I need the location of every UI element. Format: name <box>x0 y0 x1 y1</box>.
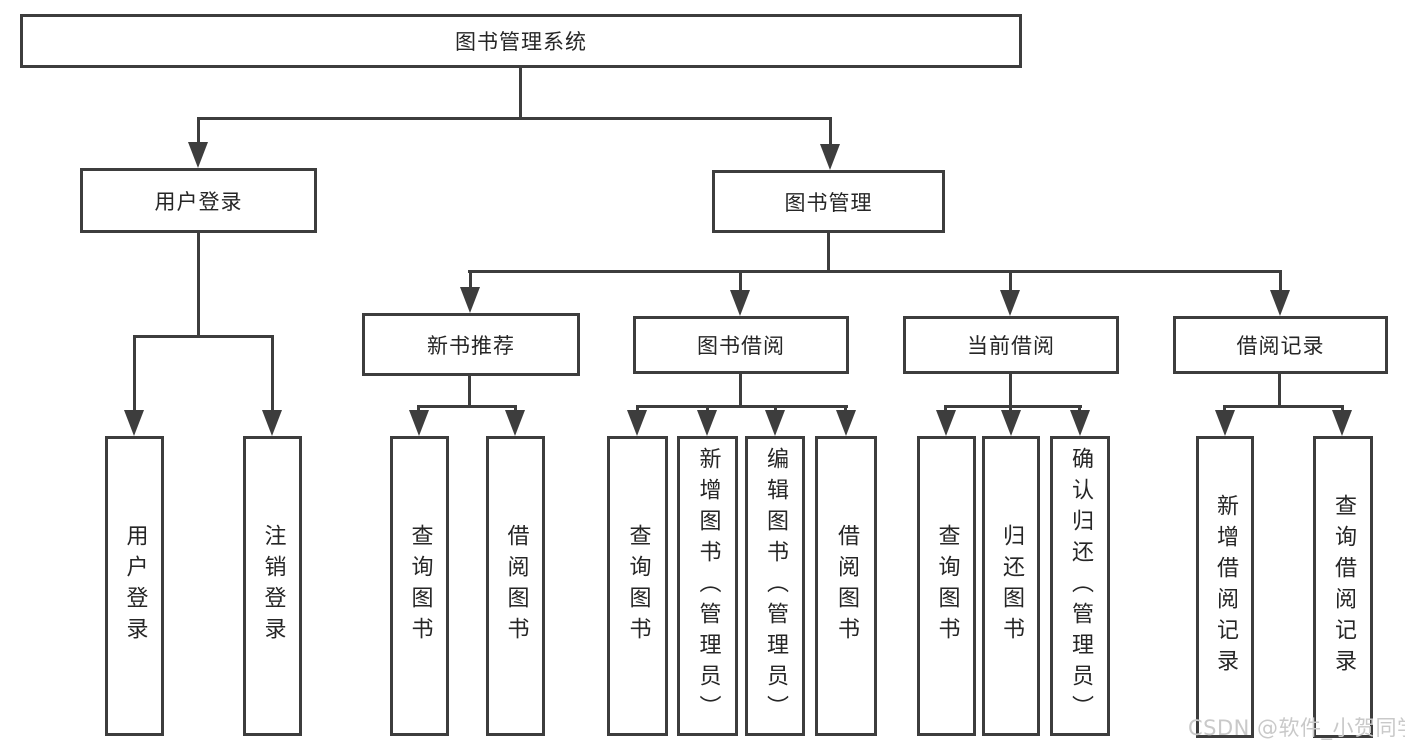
arrowhead-leaf <box>627 410 647 436</box>
leaf-edit-books-admin: 编辑图书（管理员） <box>745 436 805 736</box>
connector-leaf-line <box>774 405 777 411</box>
node-borrow-records: 借阅记录 <box>1173 316 1388 374</box>
leaf-logout: 注销登录 <box>243 436 302 736</box>
node-new-book-recommend: 新书推荐 <box>362 313 580 376</box>
connector-borrow-records-stub <box>1278 372 1281 408</box>
leaf-query-books-borrow: 查询图书 <box>607 436 668 736</box>
connector-user-login-stub <box>197 231 200 338</box>
arrowhead-current-borrow <box>1000 290 1020 316</box>
connector-book-borrow-hline <box>636 405 848 408</box>
arrowhead-leaf <box>1001 410 1021 436</box>
connector-book-mgmt-stub <box>827 231 830 272</box>
connector-to-leaf-logout <box>271 335 274 410</box>
arrowhead-borrow-records <box>1270 290 1290 316</box>
connector-leaf-line <box>706 405 709 411</box>
arrowhead-leaf <box>1215 410 1235 436</box>
connector-to-user-login <box>197 117 200 144</box>
connector-leaf-line <box>844 405 847 411</box>
connector-book-borrow-stub <box>739 372 742 408</box>
node-library-system: 图书管理系统 <box>20 14 1022 68</box>
leaf-confirm-return-admin: 确认归还（管理员） <box>1050 436 1110 736</box>
connector-leaf-line <box>417 405 420 411</box>
connector-new-books-stub <box>468 374 471 408</box>
leaf-user-login: 用户登录 <box>105 436 164 736</box>
connector-leaf-line <box>1009 405 1012 411</box>
connector-current-borrow-hline <box>944 405 1082 408</box>
connector-book-mgmt-hline <box>468 270 1282 273</box>
connector-to-leaf-login <box>133 335 136 410</box>
connector-to-book-mgmt <box>829 117 832 146</box>
arrowhead-leaf <box>409 410 429 436</box>
arrowhead-book-mgmt <box>820 144 840 170</box>
connector-to-borrow-records <box>1279 270 1282 292</box>
connector-to-book-borrow <box>739 270 742 292</box>
arrowhead-leaf-logout <box>262 410 282 436</box>
connector-current-borrow-stub <box>1009 372 1012 408</box>
leaf-add-borrow-record: 新增借阅记录 <box>1196 436 1254 738</box>
leaf-query-borrow-record: 查询借阅记录 <box>1313 436 1373 738</box>
connector-borrow-records-hline <box>1223 405 1344 408</box>
connector-root-hline <box>197 117 832 120</box>
node-current-borrow: 当前借阅 <box>903 316 1119 374</box>
arrowhead-user-login <box>188 142 208 168</box>
arrowhead-leaf <box>836 410 856 436</box>
csdn-watermark: CSDN @软件_小贺同学 <box>1188 716 1405 740</box>
node-book-borrow: 图书借阅 <box>633 316 849 374</box>
arrowhead-leaf <box>936 410 956 436</box>
arrowhead-book-borrow <box>730 290 750 316</box>
connector-leaf-line <box>514 405 517 411</box>
connector-to-current-borrow <box>1009 270 1012 292</box>
leaf-borrow-books: 借阅图书 <box>815 436 877 736</box>
connector-leaf-line <box>1223 405 1226 411</box>
arrowhead-leaf <box>1070 410 1090 436</box>
connector-new-books-hline <box>417 405 517 408</box>
connector-to-new-books <box>469 270 472 289</box>
arrowhead-new-books <box>460 287 480 313</box>
connector-leaf-line <box>636 405 639 411</box>
arrowhead-leaf-login <box>124 410 144 436</box>
arrowhead-leaf <box>765 410 785 436</box>
leaf-return-books: 归还图书 <box>982 436 1040 736</box>
connector-leaf-line <box>1341 405 1344 411</box>
leaf-query-books-current: 查询图书 <box>917 436 976 736</box>
connector-root-stub <box>519 67 522 117</box>
node-book-management: 图书管理 <box>712 170 945 233</box>
leaf-query-books-recommend: 查询图书 <box>390 436 449 736</box>
leaf-add-books-admin: 新增图书（管理员） <box>677 436 738 736</box>
node-user-login: 用户登录 <box>80 168 317 233</box>
arrowhead-leaf <box>1332 410 1352 436</box>
leaf-borrow-books-recommend: 借阅图书 <box>486 436 545 736</box>
arrowhead-leaf <box>697 410 717 436</box>
connector-leaf-line <box>1078 405 1081 411</box>
connector-user-login-hline <box>133 335 274 338</box>
connector-leaf-line <box>944 405 947 411</box>
arrowhead-leaf <box>505 410 525 436</box>
